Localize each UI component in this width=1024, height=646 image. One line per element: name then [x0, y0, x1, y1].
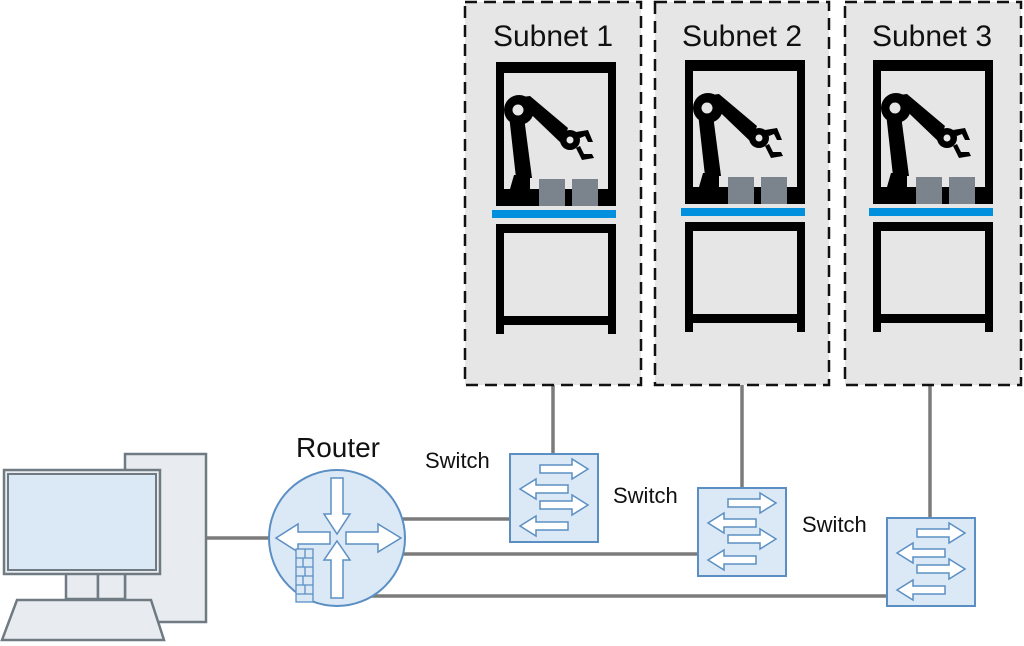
switch-3[interactable]: Switch [802, 512, 976, 607]
subnet-2[interactable]: Subnet 2 [653, 0, 831, 387]
subnet-2-title: Subnet 2 [682, 20, 802, 53]
subnet-3-title: Subnet 3 [872, 20, 992, 53]
switch-2-label: Switch [613, 483, 678, 508]
switch-3-label: Switch [802, 512, 867, 537]
switch-2[interactable]: Switch [613, 483, 787, 577]
switch-1-label: Switch [425, 448, 490, 473]
switch-1[interactable]: Switch [425, 448, 599, 543]
firewall-icon [295, 548, 314, 603]
subnet-1-title: Subnet 1 [493, 20, 613, 53]
monitor-stand [64, 571, 100, 601]
switch-icon [697, 487, 787, 577]
router[interactable]: Router [268, 432, 406, 607]
switch-icon [509, 453, 599, 543]
router-label: Router [296, 432, 380, 463]
switch-icon [886, 517, 976, 607]
subnet-1[interactable]: Subnet 1 [463, 0, 643, 387]
keyboard [0, 598, 166, 642]
desktop-computer[interactable] [0, 452, 208, 642]
subnet-3[interactable]: Subnet 3 [843, 0, 1023, 387]
monitor-screen [7, 473, 157, 571]
